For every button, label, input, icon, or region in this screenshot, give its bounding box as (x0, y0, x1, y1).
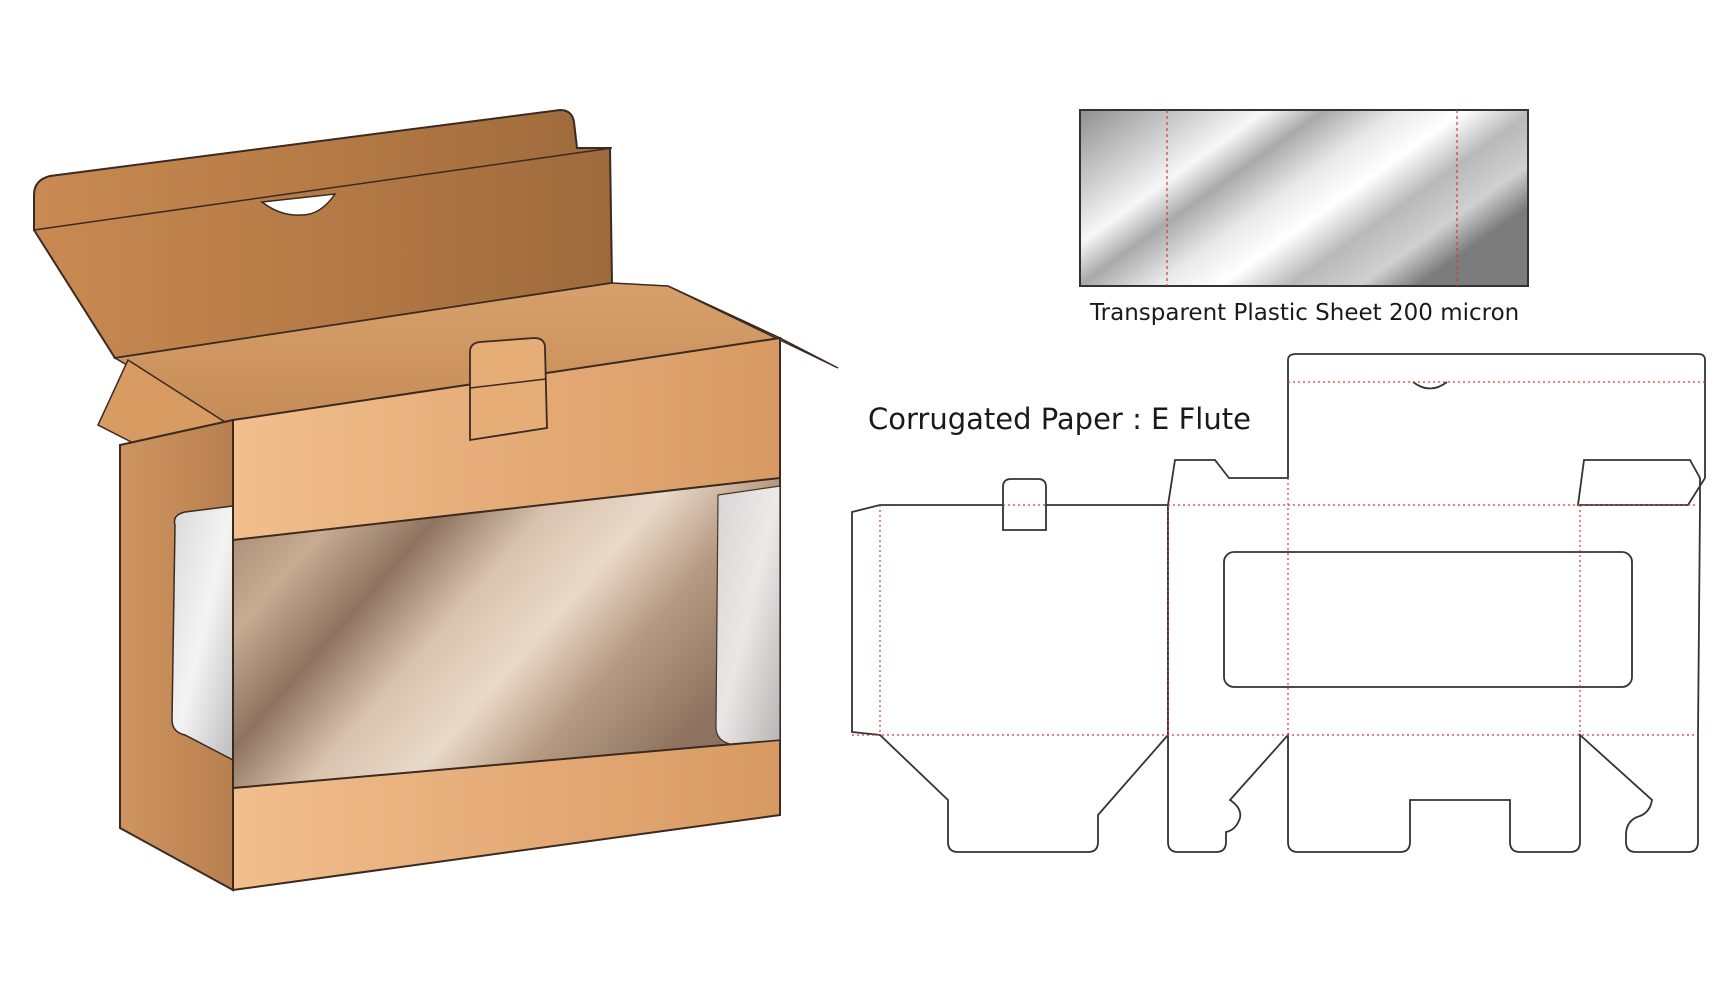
plastic-sheet-panel (1079, 109, 1529, 287)
dieline-fold-lines (852, 381, 1705, 736)
plastic-sheet (1079, 109, 1529, 287)
corrugated-paper-label: Corrugated Paper : E Flute (868, 402, 1251, 436)
box-right-window (715, 485, 781, 745)
dieline-left-section (851, 504, 1169, 853)
box-lid (33, 108, 614, 360)
box-left-window (171, 505, 234, 762)
dieline-lid-hole (1412, 381, 1448, 390)
dieline-template (851, 353, 1706, 853)
plastic-sheet-label: Transparent Plastic Sheet 200 micron (1090, 300, 1520, 326)
lid-hang-hole (260, 193, 337, 216)
dieline-window-cutout (1223, 551, 1633, 688)
box-tuck-tab (469, 337, 548, 442)
box-right-flap (667, 285, 839, 369)
lid-fold-line (33, 147, 613, 231)
tuck-tab-slot (469, 378, 547, 389)
box-mockup (33, 108, 839, 892)
